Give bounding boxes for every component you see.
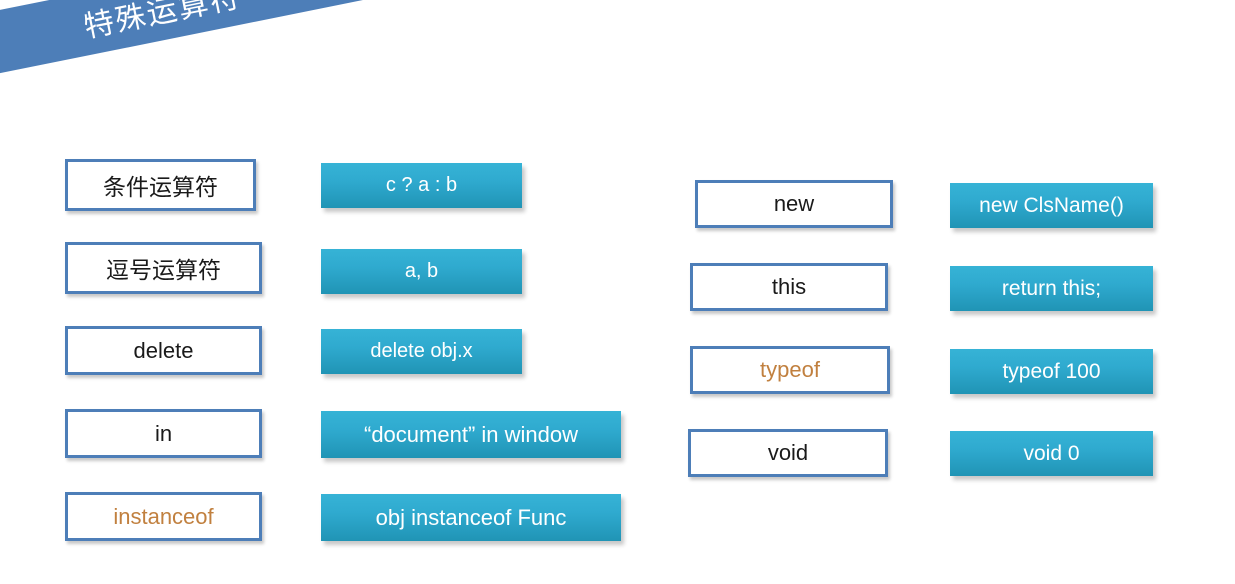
operator-box-this[interactable]: this [690, 263, 888, 311]
operator-box-in[interactable]: in [65, 409, 262, 458]
title-banner: 特殊运算符 [0, 0, 482, 79]
example-box-instanceof[interactable]: obj instanceof Func [321, 494, 621, 541]
example-box-void[interactable]: void 0 [950, 431, 1153, 476]
operator-box-tiaojian[interactable]: 条件运算符 [65, 159, 256, 211]
operator-box-void[interactable]: void [688, 429, 888, 477]
example-box-typeof[interactable]: typeof 100 [950, 349, 1153, 394]
operator-box-douhao[interactable]: 逗号运算符 [65, 242, 262, 294]
operator-box-instanceof[interactable]: instanceof [65, 492, 262, 541]
example-box-ternary[interactable]: c ? a : b [321, 163, 522, 208]
page-title: 特殊运算符 [80, 0, 245, 46]
example-box-this[interactable]: return this; [950, 266, 1153, 311]
example-box-comma[interactable]: a, b [321, 249, 522, 294]
operator-box-delete[interactable]: delete [65, 326, 262, 375]
example-box-new[interactable]: new ClsName() [950, 183, 1153, 228]
operator-box-new[interactable]: new [695, 180, 893, 228]
example-box-delete[interactable]: delete obj.x [321, 329, 522, 374]
operator-box-typeof[interactable]: typeof [690, 346, 890, 394]
example-box-in[interactable]: “document” in window [321, 411, 621, 458]
